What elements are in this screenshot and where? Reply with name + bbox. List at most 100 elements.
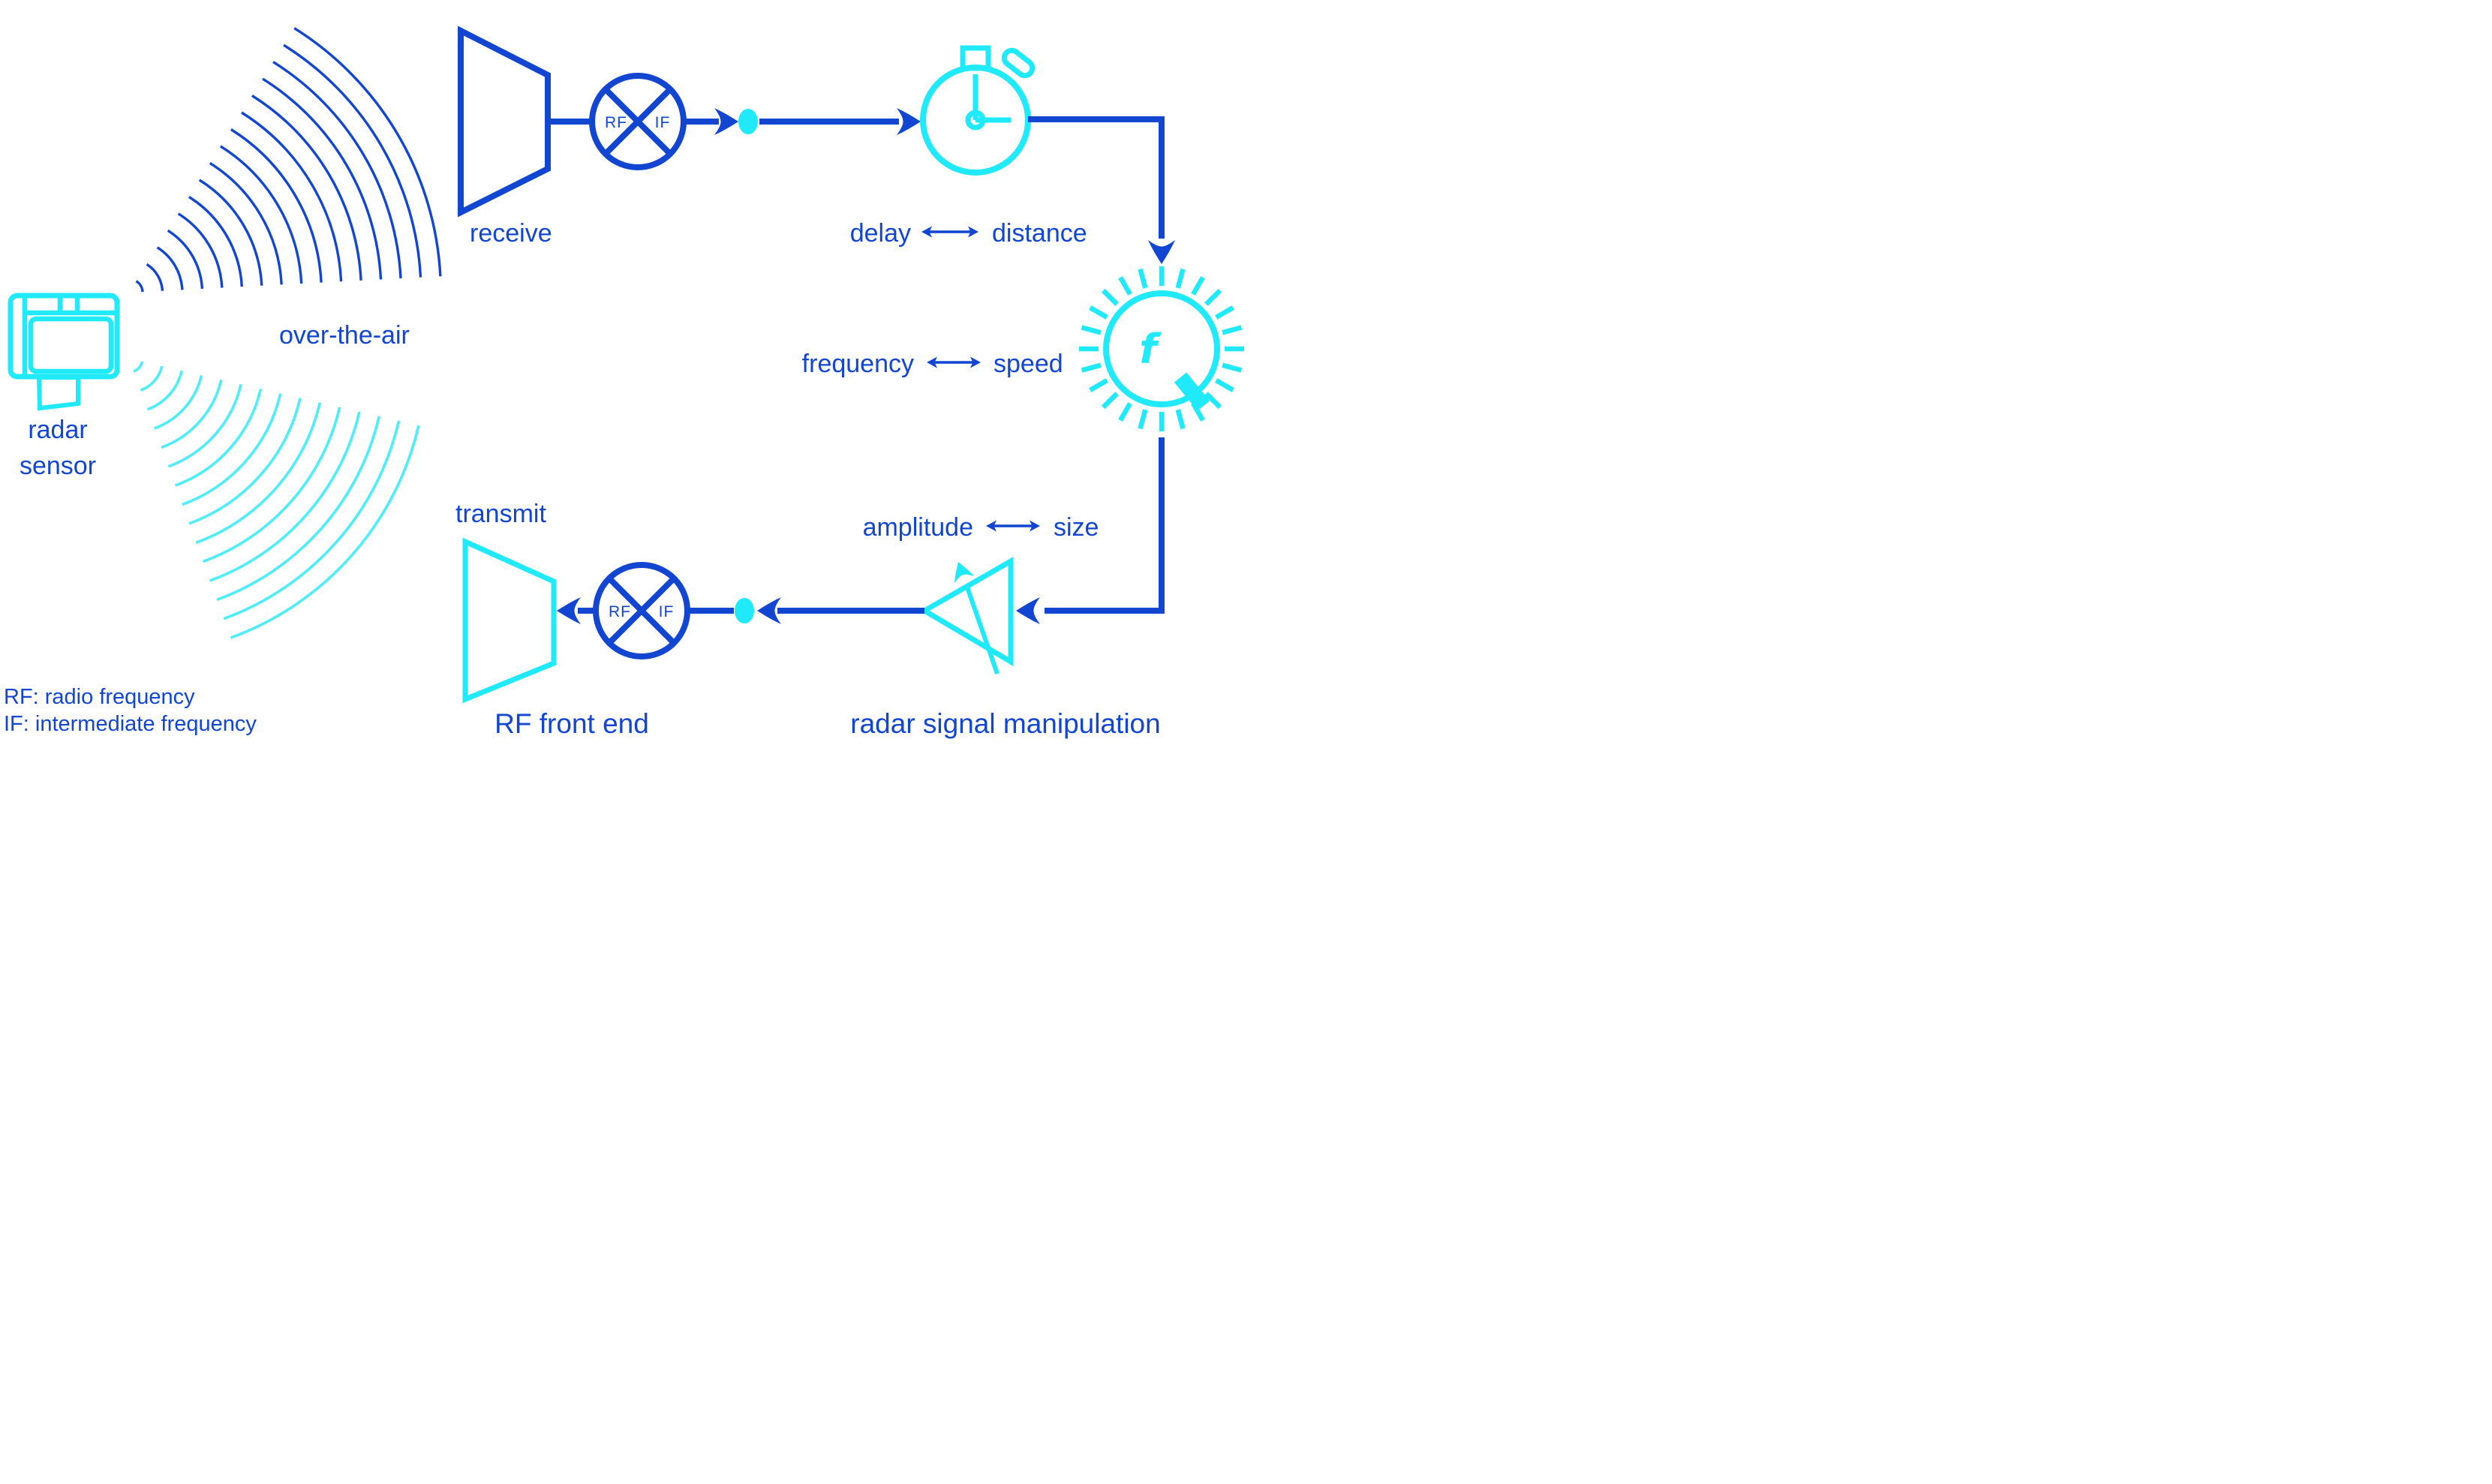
radio-wave-arc <box>154 374 203 430</box>
radio-wave-arc <box>188 398 302 525</box>
variable-amplifier-icon <box>919 556 1014 674</box>
dial-tick <box>1089 378 1108 392</box>
receive-label: receive <box>470 219 552 248</box>
amplifier-arrow-line <box>964 584 1000 674</box>
radar-sensor-label-line1: radar <box>28 416 87 444</box>
receive-wave-fan-icon <box>135 27 442 293</box>
radio-wave-arc <box>198 179 263 286</box>
legend-rf-definition: RF: radio frequency <box>4 685 195 709</box>
transmit-label: transmit <box>455 500 546 528</box>
flow-elbow-top-right <box>1028 116 1165 239</box>
radio-wave-arc <box>219 145 303 284</box>
receive-antenna-icon <box>458 26 551 218</box>
stopwatch-top-button <box>960 45 991 71</box>
radio-wave-arc <box>133 361 144 373</box>
mixer-rf-label: RF <box>605 114 627 131</box>
dial-tick <box>1081 325 1102 335</box>
sensor-mount <box>36 375 80 411</box>
dial-tick <box>1175 268 1186 289</box>
horn-antenna-shape <box>458 26 551 218</box>
legend-if-definition: IF: intermediate frequency <box>4 712 257 736</box>
signal-node-dot <box>735 598 754 623</box>
dial-tick <box>1101 288 1119 306</box>
mixer-if-label: IF <box>659 603 675 620</box>
radio-wave-arc <box>195 402 322 544</box>
radio-wave-arc <box>262 77 383 280</box>
amplitude-label: amplitude <box>863 513 973 542</box>
transmit-antenna-icon <box>462 537 557 704</box>
radio-wave-arc <box>209 161 283 285</box>
rx-mixer-icon: RF IF <box>589 73 687 170</box>
over-the-air-label: over-the-air <box>279 321 410 350</box>
radio-wave-arc <box>223 420 401 620</box>
flow-elbow-bottom-right <box>1045 437 1165 614</box>
frequency-label: frequency <box>802 350 914 378</box>
stopwatch-side-button <box>1001 47 1036 79</box>
dial-ticks <box>1079 266 1244 431</box>
arrow-down-icon <box>1148 240 1175 264</box>
arrow-right-icon <box>897 108 921 135</box>
dial-frequency-symbol: f <box>1139 326 1162 373</box>
mixer-rf-label: RF <box>609 603 631 620</box>
rf-front-end-caption: RF front end <box>494 708 649 739</box>
radar-sensor-icon <box>8 293 120 411</box>
radio-wave-arc <box>135 280 144 293</box>
radio-wave-arc <box>182 393 282 506</box>
radar-signal-manipulation-caption: radar signal manipulation <box>850 708 1160 739</box>
radio-wave-arc <box>216 416 380 602</box>
dial-tick <box>1204 392 1222 410</box>
distance-label: distance <box>992 219 1087 248</box>
radar-diagram-page: RF IF f RF IF <box>0 0 1246 742</box>
arrow-left-icon <box>557 597 581 624</box>
radio-wave-arc <box>241 111 343 282</box>
mixer-x-line <box>603 87 672 156</box>
horn-antenna-shape <box>462 537 557 704</box>
dial-tick <box>1215 305 1234 320</box>
radio-wave-arc <box>230 425 420 639</box>
speed-label: speed <box>993 350 1063 378</box>
transmit-wave-fan-icon <box>133 361 420 639</box>
radio-wave-arc <box>177 212 224 288</box>
amplifier-triangle <box>919 556 1014 667</box>
dial-tick <box>1101 392 1119 410</box>
radio-wave-arc <box>167 229 204 289</box>
sensor-screen <box>28 316 114 374</box>
amplifier-arrow-head-icon <box>948 558 975 584</box>
radio-wave-arc <box>167 383 242 468</box>
tx-mixer-icon: RF IF <box>593 562 690 659</box>
dial-tick <box>1191 276 1205 296</box>
dial-tick <box>1089 305 1108 320</box>
radio-wave-arc <box>283 44 422 278</box>
radio-wave-arc <box>140 365 164 392</box>
dial-tick <box>1118 402 1132 422</box>
signal-node-dot <box>738 109 758 134</box>
dial-tick <box>1081 362 1102 373</box>
dial-tick <box>1138 409 1148 430</box>
radio-wave-arc <box>146 370 183 411</box>
diagram-canvas: RF IF f RF IF <box>4 26 1244 739</box>
radio-wave-arc <box>156 246 184 290</box>
delay-label: delay <box>850 219 911 248</box>
double-arrow-icon <box>921 226 978 238</box>
double-arrow-icon <box>927 356 981 368</box>
dial-tick <box>1118 276 1132 296</box>
radio-wave-arc <box>251 95 362 281</box>
radar-sensor-label-line2: sensor <box>20 452 96 480</box>
dial-tick <box>1204 288 1222 306</box>
dial-tick <box>1222 325 1243 335</box>
dial-tick <box>1138 268 1148 289</box>
mixer-x-line <box>607 576 676 645</box>
radio-wave-arc <box>230 128 323 283</box>
radio-wave-arc <box>272 61 402 279</box>
radio-wave-arc <box>174 389 263 487</box>
dial-tick <box>1215 378 1234 392</box>
radio-wave-arc <box>209 411 361 582</box>
stopwatch-icon <box>920 45 1036 176</box>
size-label: size <box>1054 513 1099 542</box>
stopwatch-center-pivot <box>965 110 986 131</box>
radio-wave-arc <box>293 27 442 277</box>
dial-tick <box>1222 362 1243 373</box>
radio-wave-arc <box>161 379 223 449</box>
mixer-if-label: IF <box>655 114 671 131</box>
frequency-dial-icon: f <box>1079 266 1244 431</box>
